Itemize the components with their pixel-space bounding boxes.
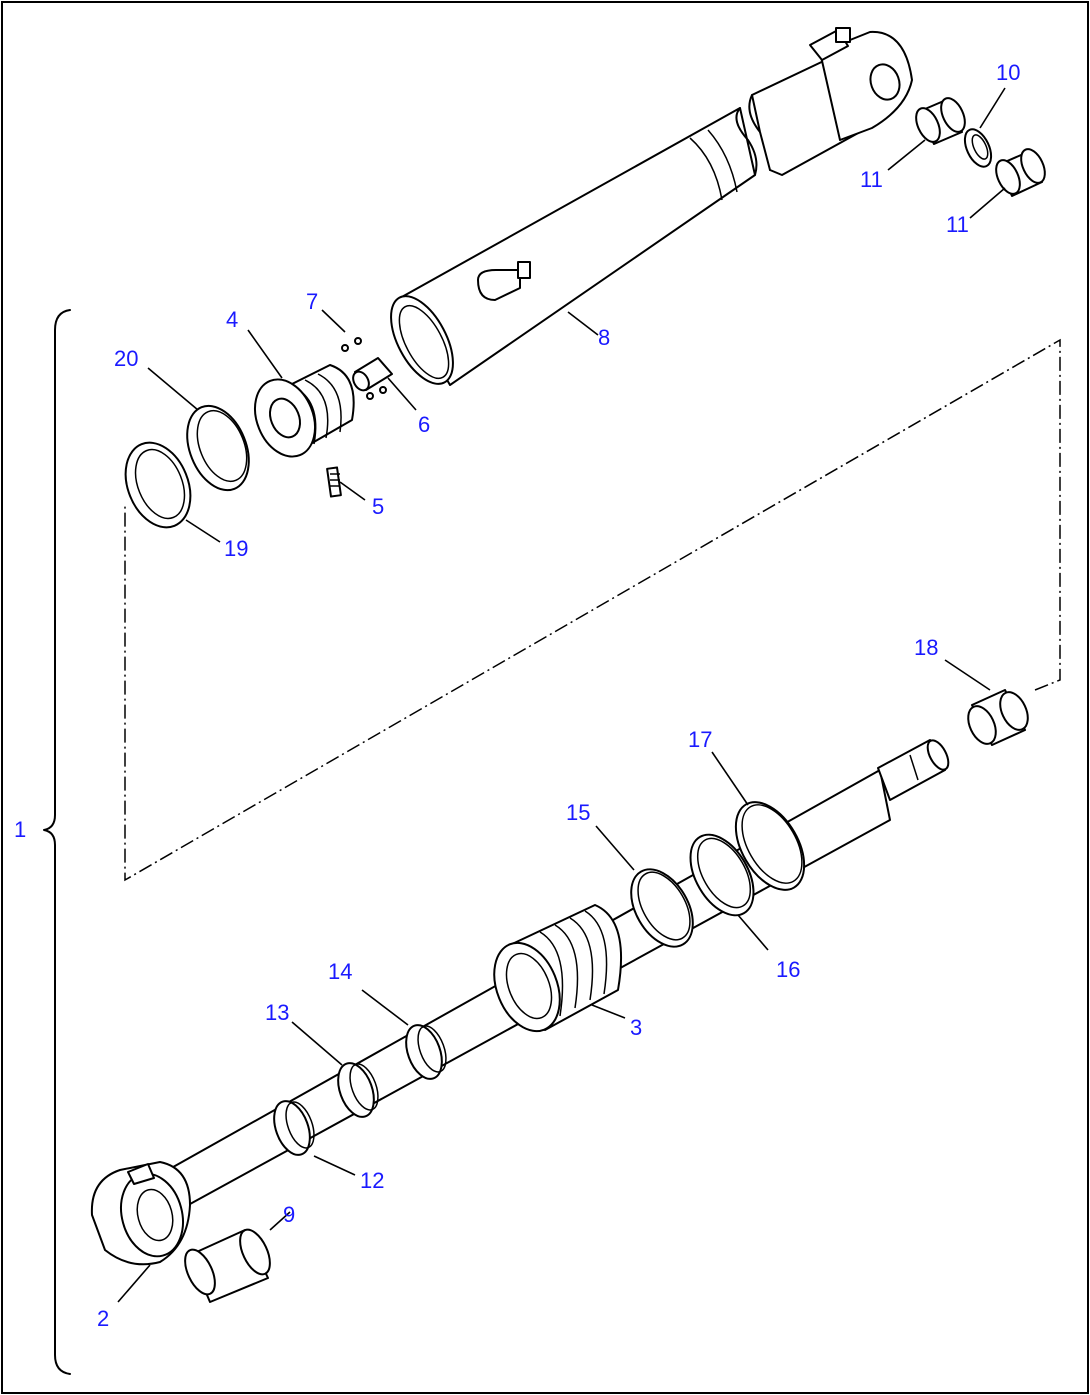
ring-12 — [273, 1100, 315, 1156]
callout-14: 14 — [328, 959, 352, 984]
balls-7 — [341, 337, 387, 400]
callout-19: 19 — [224, 536, 248, 561]
backup-ring-16 — [689, 833, 755, 917]
bushing-18 — [967, 689, 1029, 746]
piston-head-3 — [493, 904, 623, 1033]
callout-17: 17 — [688, 727, 712, 752]
callout-2: 2 — [97, 1306, 109, 1331]
ring-14 — [405, 1024, 447, 1080]
dust-seal-10 — [963, 128, 993, 168]
seal-19 — [124, 441, 192, 529]
o-ring-15 — [630, 868, 694, 948]
nut-6 — [352, 357, 393, 392]
bushing-11-lower — [995, 148, 1046, 197]
bushing-11-upper — [915, 97, 966, 145]
callout-1: 1 — [14, 817, 26, 842]
callout-8: 8 — [598, 325, 610, 350]
callout-3: 3 — [630, 1015, 642, 1040]
screw-5 — [326, 466, 342, 498]
leader-lines — [117, 87, 1006, 1303]
callout-11-upper: 11 — [860, 167, 883, 192]
callout-6: 6 — [418, 412, 430, 437]
bushing-9 — [184, 1228, 271, 1303]
callout-5: 5 — [372, 494, 384, 519]
callout-13: 13 — [265, 1000, 289, 1025]
ring-13 — [337, 1062, 379, 1118]
callout-15: 15 — [566, 800, 590, 825]
wear-ring-20 — [186, 404, 250, 492]
callout-12: 12 — [360, 1168, 384, 1193]
cylinder-tube — [390, 27, 913, 386]
callout-7: 7 — [306, 289, 318, 314]
piston-4 — [254, 364, 355, 458]
snap-ring-17 — [734, 801, 806, 891]
callout-10: 10 — [996, 60, 1020, 85]
callout-11-lower: 11 — [946, 212, 969, 237]
callout-20: 20 — [114, 346, 138, 371]
rod-eye — [90, 1161, 191, 1266]
phantom-assembly-line — [124, 338, 1061, 882]
callout-4: 4 — [226, 307, 238, 332]
callout-18: 18 — [914, 635, 938, 660]
callout-16: 16 — [776, 957, 800, 982]
callout-9: 9 — [283, 1202, 295, 1227]
assembly-brace — [43, 309, 71, 1375]
